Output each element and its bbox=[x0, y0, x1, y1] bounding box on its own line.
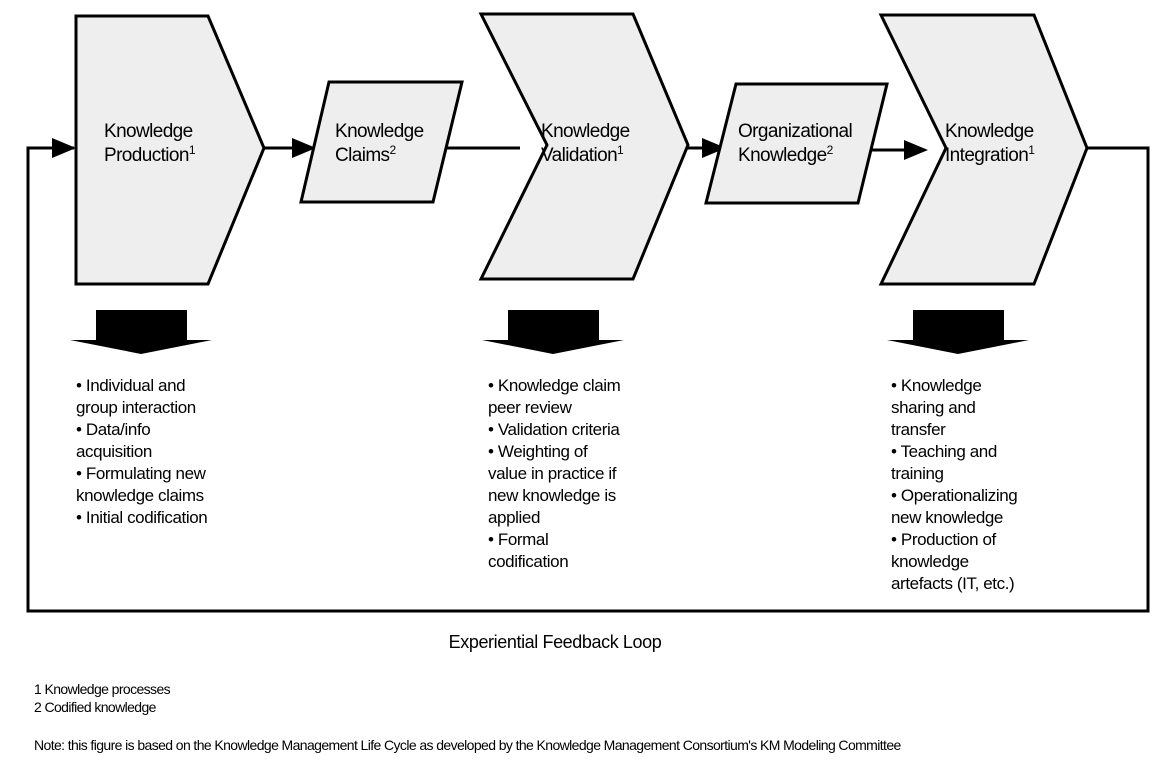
product-organizational-knowledge bbox=[704, 82, 889, 205]
footnote-1: 1 Knowledge processes bbox=[34, 681, 171, 697]
list-item: • Teaching and training bbox=[891, 442, 997, 483]
list-item: • Validation criteria bbox=[488, 420, 620, 439]
down-arrow-integration bbox=[887, 310, 1029, 354]
source-note: Note: this figure is based on the Knowle… bbox=[34, 737, 901, 753]
process-knowledge-validation bbox=[478, 12, 690, 281]
process-knowledge-production bbox=[74, 14, 266, 286]
arrowhead-integration bbox=[904, 140, 928, 160]
list-item: • Weighting of value in practice if new … bbox=[488, 442, 617, 527]
list-item: • Individual and group interaction bbox=[76, 376, 196, 417]
list-item: • Formulating new knowledge claims bbox=[76, 464, 206, 505]
down-arrow-production bbox=[70, 310, 212, 354]
label-knowledge-integration: Knowledge Integration1 bbox=[945, 121, 1035, 166]
list-item: • Knowledge claim peer review bbox=[488, 376, 621, 417]
product-knowledge-claims bbox=[299, 80, 464, 204]
list-item: • Operationalizing new knowledge bbox=[891, 486, 1018, 527]
process-knowledge-integration bbox=[878, 13, 1089, 286]
validation-activities-list: • Knowledge claim peer review • Validati… bbox=[488, 375, 621, 573]
integration-activities-list: • Knowledge sharing and transfer • Teach… bbox=[891, 375, 1018, 595]
list-item: • Knowledge sharing and transfer bbox=[891, 376, 982, 439]
label-organizational-knowledge: Organizational Knowledge2 bbox=[738, 121, 853, 166]
feedback-loop-line bbox=[26, 146, 1150, 613]
production-activities-list: • Individual and group interaction • Dat… bbox=[76, 375, 208, 529]
feedback-loop-label: Experiential Feedback Loop bbox=[448, 632, 662, 652]
down-arrow-validation bbox=[482, 310, 624, 354]
label-knowledge-claims: Knowledge Claims2 bbox=[335, 121, 424, 166]
footnote-2: 2 Codified knowledge bbox=[34, 699, 156, 715]
label-knowledge-production: Knowledge Production1 bbox=[104, 121, 196, 166]
list-item: • Initial codification bbox=[76, 508, 208, 527]
feedback-loop-arrowhead bbox=[52, 138, 76, 158]
arrowhead-claims bbox=[292, 138, 316, 158]
list-item: • Formal codification bbox=[488, 530, 569, 571]
arrowhead-org bbox=[702, 138, 726, 158]
label-knowledge-validation: Knowledge Validation1 bbox=[541, 121, 630, 166]
list-item: • Data/info acquisition bbox=[76, 420, 152, 461]
list-item: • Production of knowledge artefacts (IT,… bbox=[891, 530, 1015, 593]
